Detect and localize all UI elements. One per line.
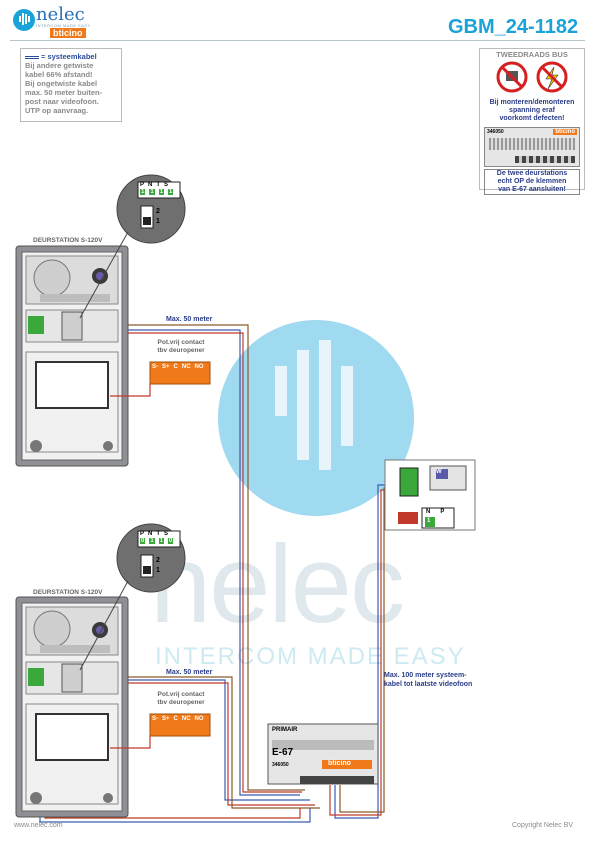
station2-label: DEURSTATION S-120V xyxy=(33,589,103,596)
door-station-1 xyxy=(15,245,129,467)
videofoon xyxy=(384,459,476,531)
bus-module-brand: bticino xyxy=(553,129,577,135)
distance-label-2: Max. 50 meter xyxy=(166,669,213,676)
note-line: kabel 66% afstand! xyxy=(25,70,93,79)
videofoon-p-val: 1 xyxy=(427,518,431,524)
brand-tagline: INTERCOM MADE EASY xyxy=(36,23,91,28)
bus-note: echt OP de klemmen xyxy=(497,178,567,185)
e67-name: E-67 xyxy=(272,747,294,758)
bus-note: De twee deurstations xyxy=(496,170,568,177)
bus-info-box: TWEEDRAADS BUS Bij monteren/demonteren s… xyxy=(479,48,585,195)
bus-warning: spanning eraf xyxy=(509,107,555,114)
footer-copyright: Copyright Nelec BV xyxy=(512,822,574,829)
contact-terminal-1 xyxy=(149,361,211,385)
bus-warning: Bij monteren/demonteren xyxy=(489,99,575,106)
note-line: UTP op aanvraag. xyxy=(25,106,89,115)
no-plug-icon xyxy=(496,61,528,93)
no-power-icons xyxy=(496,61,568,93)
distance-label-3: Max. 100 meter systeem-kabel tot laatste… xyxy=(384,672,473,688)
videofoon-badge: W xyxy=(436,469,442,475)
contact-terminal-2 xyxy=(149,713,211,737)
bus-module-code: 346050 xyxy=(487,129,504,135)
bus-title: TWEEDRAADS BUS xyxy=(496,50,568,59)
watermark-text: nelec xyxy=(150,523,405,646)
nelec-logo-icon xyxy=(13,9,35,31)
bus-note: van E-67 aansluiten! xyxy=(498,186,566,193)
distance-label-1: Max. 50 meter xyxy=(166,316,213,323)
note-line: post naar videofoon. xyxy=(25,97,99,106)
door-station-2 xyxy=(15,596,129,818)
wires-station1 xyxy=(80,324,305,796)
bus-module: 346050 bticino xyxy=(484,127,580,167)
note-line: Bij andere getwiste xyxy=(25,61,94,70)
wires-station2 xyxy=(80,676,320,809)
footer-url: www.nelec.com xyxy=(14,822,63,829)
page-title: GBM_24-1182 xyxy=(448,16,579,38)
bus-warning: voorkomt defecten! xyxy=(499,115,565,122)
station1-label: DEURSTATION S-120V xyxy=(33,237,103,244)
e67-code: 346050 xyxy=(272,762,289,768)
header-divider xyxy=(10,40,585,41)
bticino-logo: bticino xyxy=(50,28,86,38)
note-line: Bij ongetwiste kabel xyxy=(25,79,98,88)
watermark-sub: INTERCOM MADE EASY xyxy=(155,643,466,670)
no-voltage-icon xyxy=(536,61,568,93)
e67-power-unit xyxy=(267,723,379,785)
note-box: = systeemkabel Bij andere getwiste kabel… xyxy=(20,48,122,122)
e67-brand: bticino xyxy=(328,760,351,767)
note-line: max. 50 meter buiten- xyxy=(25,88,103,97)
note-legend: = systeemkabel xyxy=(25,52,117,61)
e67-primair: PRIMAIR xyxy=(272,727,298,733)
brand-name: nelec xyxy=(36,4,85,25)
